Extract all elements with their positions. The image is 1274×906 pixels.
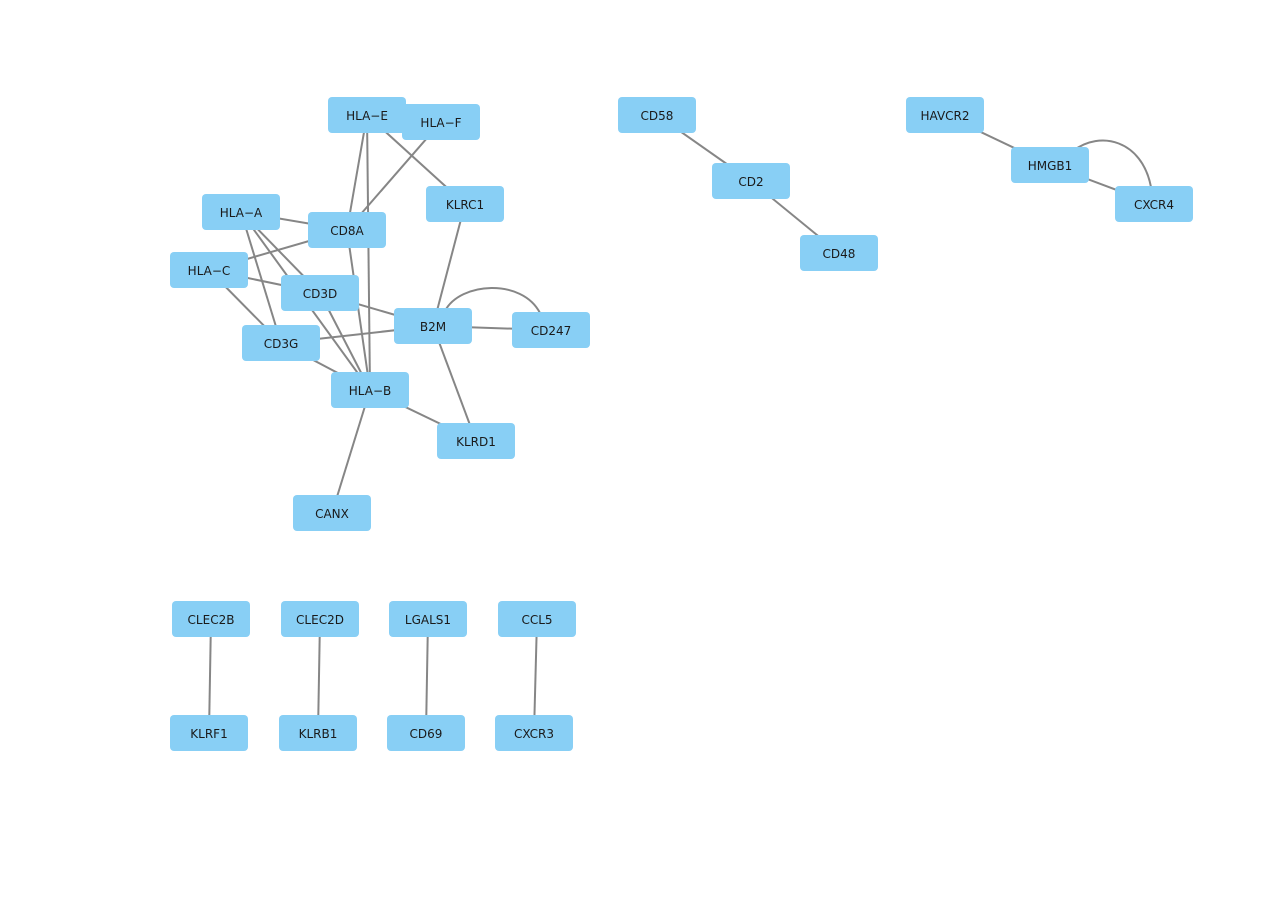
node-box [495, 715, 573, 751]
node-label: LGALS1 [405, 613, 451, 627]
edges-layer [208, 114, 1155, 734]
node-havcr2[interactable]: HAVCR2 [906, 97, 984, 133]
edge-hla-e-cd8a [346, 114, 368, 231]
node-klrf1[interactable]: KLRF1 [170, 715, 248, 751]
node-box [402, 104, 480, 140]
node-hla-c[interactable]: HLA−C [170, 252, 248, 288]
edge-hmgb1-cxcr4-curved [1072, 139, 1152, 188]
node-label: KLRD1 [456, 435, 496, 449]
node-label: KLRF1 [190, 727, 227, 741]
edge-lgals1-cd69 [425, 618, 429, 734]
node-cd69[interactable]: CD69 [387, 715, 465, 751]
node-label: HLA−A [220, 206, 263, 220]
node-clec2b[interactable]: CLEC2B [172, 601, 250, 637]
node-box [906, 97, 984, 133]
node-label: CD58 [641, 109, 674, 123]
node-label: CD48 [823, 247, 856, 261]
node-box [1011, 147, 1089, 183]
node-hla-f[interactable]: HLA−F [402, 104, 480, 140]
edge-klrc1-b2m [432, 203, 466, 327]
node-box [512, 312, 590, 348]
node-cxcr3[interactable]: CXCR3 [495, 715, 573, 751]
node-box [437, 423, 515, 459]
node-cd8a[interactable]: CD8A [308, 212, 386, 248]
node-label: HLA−E [346, 109, 388, 123]
node-box [308, 212, 386, 248]
node-label: HLA−C [188, 264, 231, 278]
node-canx[interactable]: CANX [293, 495, 371, 531]
node-box [618, 97, 696, 133]
node-cd58[interactable]: CD58 [618, 97, 696, 133]
node-klrb1[interactable]: KLRB1 [279, 715, 357, 751]
node-box [170, 252, 248, 288]
node-box [389, 601, 467, 637]
edge-ccl5-cxcr3 [533, 618, 538, 734]
edge-b2m-klrd1 [432, 325, 477, 442]
node-cd2[interactable]: CD2 [712, 163, 790, 199]
node-cxcr4[interactable]: CXCR4 [1115, 186, 1193, 222]
edge-cd8a-hla-b [346, 229, 371, 391]
node-cd3d[interactable]: CD3D [281, 275, 359, 311]
node-clec2d[interactable]: CLEC2D [281, 601, 359, 637]
node-label: CLEC2D [296, 613, 344, 627]
node-cd247[interactable]: CD247 [512, 312, 590, 348]
node-lgals1[interactable]: LGALS1 [389, 601, 467, 637]
node-box [242, 325, 320, 361]
node-label: KLRB1 [299, 727, 338, 741]
node-box [170, 715, 248, 751]
edge-clec2b-klrf1 [208, 618, 212, 734]
node-klrd1[interactable]: KLRD1 [437, 423, 515, 459]
node-box [331, 372, 409, 408]
edge-hla-e-hla-b [366, 114, 371, 391]
node-box [426, 186, 504, 222]
node-label: HAVCR2 [920, 109, 969, 123]
node-box [281, 275, 359, 311]
node-cd3g[interactable]: CD3G [242, 325, 320, 361]
node-box [293, 495, 371, 531]
node-label: HMGB1 [1028, 159, 1073, 173]
node-hmgb1[interactable]: HMGB1 [1011, 147, 1089, 183]
node-label: CD3D [303, 287, 338, 301]
node-cd48[interactable]: CD48 [800, 235, 878, 271]
node-label: CD8A [330, 224, 364, 238]
node-box [172, 601, 250, 637]
node-ccl5[interactable]: CCL5 [498, 601, 576, 637]
edge-hla-b-canx [331, 389, 371, 514]
node-label: CLEC2B [188, 613, 235, 627]
node-box [800, 235, 878, 271]
node-klrc1[interactable]: KLRC1 [426, 186, 504, 222]
node-label: HLA−B [349, 384, 391, 398]
edge-b2m-cd247-curved [444, 287, 541, 314]
node-label: CD2 [738, 175, 763, 189]
node-hla-a[interactable]: HLA−A [202, 194, 280, 230]
node-label: B2M [420, 320, 446, 334]
node-box [279, 715, 357, 751]
node-box [202, 194, 280, 230]
node-box [328, 97, 406, 133]
node-box [387, 715, 465, 751]
node-label: CD69 [410, 727, 443, 741]
node-box [281, 601, 359, 637]
node-box [712, 163, 790, 199]
node-label: CD247 [531, 324, 572, 338]
node-hla-b[interactable]: HLA−B [331, 372, 409, 408]
node-b2m[interactable]: B2M [394, 308, 472, 344]
edge-clec2d-klrb1 [317, 618, 321, 734]
node-box [1115, 186, 1193, 222]
node-box [394, 308, 472, 344]
node-label: CXCR3 [514, 727, 554, 741]
node-label: CD3G [264, 337, 299, 351]
node-label: KLRC1 [446, 198, 484, 212]
node-label: CCL5 [521, 613, 552, 627]
node-label: CANX [315, 507, 349, 521]
node-hla-e[interactable]: HLA−E [328, 97, 406, 133]
edge-hla-a-cd3g [240, 211, 282, 344]
node-label: CXCR4 [1134, 198, 1174, 212]
node-box [498, 601, 576, 637]
node-label: HLA−F [420, 116, 461, 130]
